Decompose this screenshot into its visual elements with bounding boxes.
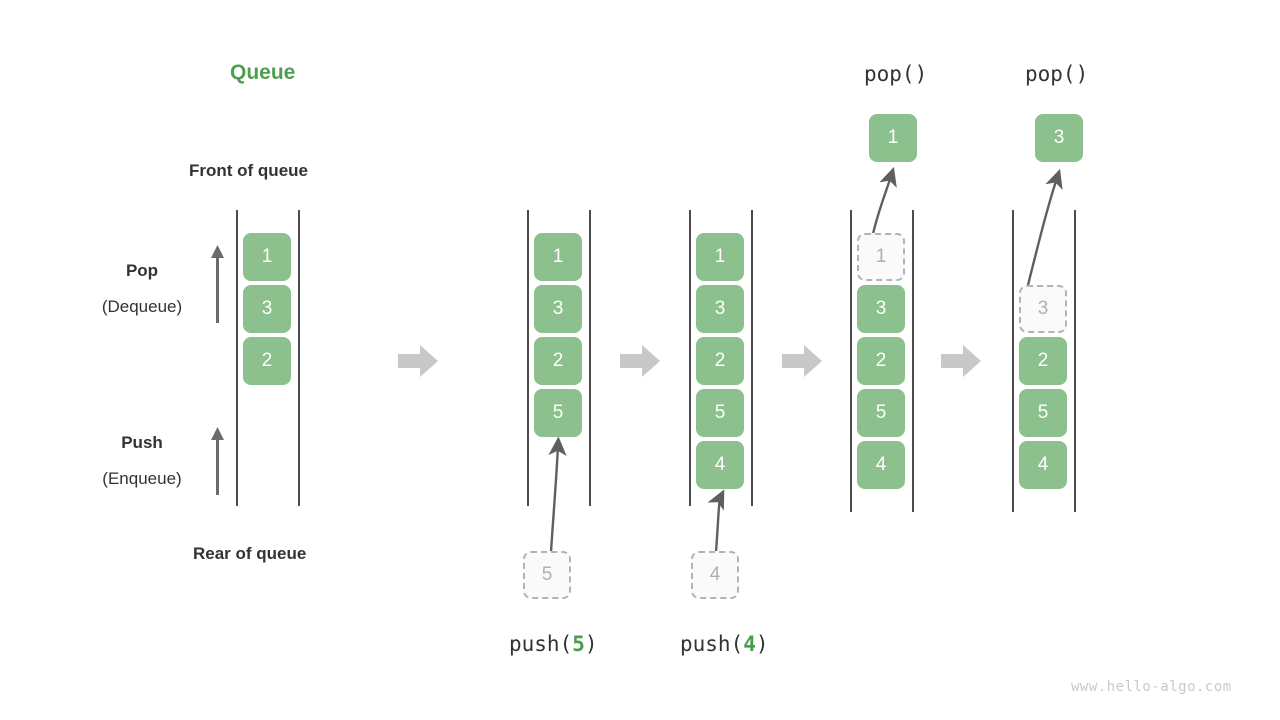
queue-cell: 2 [1019,337,1067,385]
queue-rail-left-stage-5 [1012,210,1014,512]
push-4-op-value: 4 [743,632,756,656]
pop-3-arrow [1026,168,1063,286]
pop-1-operation: pop() [864,62,928,86]
queue-cell: 1 [534,233,582,281]
popped-ghost-cell: 3 [1019,285,1067,333]
popped-cell: 3 [1035,114,1083,162]
pop-1-arrow [871,166,897,235]
push-4-op-close: ) [755,632,769,656]
queue-cell: 3 [857,285,905,333]
queue-cell: 4 [857,441,905,489]
queue-cell: 2 [696,337,744,385]
queue-rail-right-stage-4 [912,210,914,512]
page-title: Queue [230,61,296,84]
queue-cell: 5 [1019,389,1067,437]
queue-rail-right-stage-2 [589,210,591,506]
queue-rail-right-stage-5 [1074,210,1076,512]
queue-rail-right-stage-3 [751,210,753,506]
popped-ghost-cell: 1 [857,233,905,281]
push-5-op-open: push( [509,632,573,656]
incoming-ghost-cell: 5 [523,551,571,599]
rear-of-queue-label: Rear of queue [193,544,307,563]
stage-transition-arrow [941,345,981,377]
watermark: www.hello-algo.com [1071,679,1232,695]
queue-cell: 3 [534,285,582,333]
pop-direction-arrow [211,245,224,323]
queue-cell: 1 [696,233,744,281]
queue-rail-left-stage-2 [527,210,529,506]
queue-cell: 4 [696,441,744,489]
queue-cell: 3 [243,285,291,333]
push-5-arrow [548,436,567,553]
pop-label: Pop [125,261,159,280]
push-5-operation: push(5) [509,632,598,656]
queue-rail-left-stage-3 [689,210,691,506]
stage-transition-arrow [782,345,822,377]
queue-cell: 5 [696,389,744,437]
front-of-queue-label: Front of queue [189,161,308,180]
queue-rail-right-stage-1 [298,210,300,506]
push-5-op-value: 5 [572,632,585,656]
pop-sublabel: (Dequeue) [101,297,183,316]
queue-cell: 5 [857,389,905,437]
push-4-op-open: push( [680,632,744,656]
queue-cell: 4 [1019,441,1067,489]
queue-cell: 2 [243,337,291,385]
push-label: Push [121,433,163,452]
queue-rail-left-stage-1 [236,210,238,506]
queue-cell: 2 [534,337,582,385]
popped-cell: 1 [869,114,917,162]
push-sublabel: (Enqueue) [102,469,182,488]
push-direction-arrow [211,427,224,495]
pop-3-operation: pop() [1025,62,1089,86]
push-5-op-close: ) [584,632,598,656]
queue-cell: 2 [857,337,905,385]
queue-cell: 1 [243,233,291,281]
push-4-operation: push(4) [680,632,769,656]
queue-cell: 5 [534,389,582,437]
queue-rail-left-stage-4 [850,210,852,512]
incoming-ghost-cell: 4 [691,551,739,599]
stage-transition-arrow [398,345,438,377]
queue-cell: 3 [696,285,744,333]
stage-transition-arrow [620,345,660,377]
push-4-arrow [707,489,725,553]
